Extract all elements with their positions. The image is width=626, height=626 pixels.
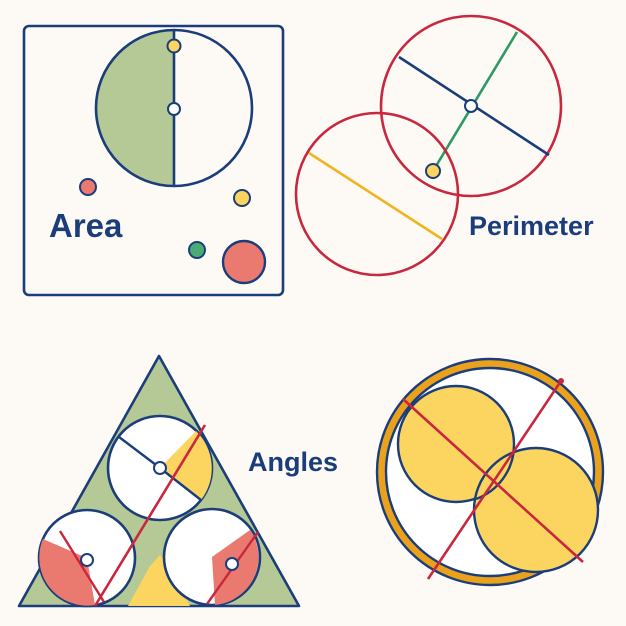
area-frame: [22, 24, 285, 297]
triangle-right-point: [225, 557, 239, 571]
triangle-left-red-tick: [58, 530, 106, 603]
triangle-left-wedge: [39, 539, 95, 606]
perimeter-panel: [294, 14, 563, 277]
triangle-top-wedge: [160, 431, 212, 500]
area-half-circle-shaded: [96, 30, 174, 186]
area-center-point: [167, 102, 181, 116]
perimeter-yellow-point: [425, 163, 441, 179]
perimeter-upper-circle: [379, 14, 563, 198]
area-large-red-dot: [221, 239, 267, 285]
perimeter-lower-circle: [294, 111, 460, 277]
area-label: Area: [49, 207, 123, 244]
area-panel: [22, 24, 285, 297]
ring-lower-right-disc: [472, 446, 600, 574]
ring-top-dot: [558, 378, 564, 384]
triangle-yellow-gap: [128, 555, 190, 606]
perimeter-center-point: [464, 99, 478, 113]
triangle-red-line: [93, 424, 207, 607]
ring-diagonal-b: [426, 380, 563, 580]
area-small-green-dot: [188, 241, 206, 259]
area-top-point: [166, 38, 182, 54]
area-small-yellow-dot: [233, 189, 251, 207]
angles-label: Angles: [248, 447, 339, 477]
triangle-top-ray-b: [159, 467, 202, 501]
ring-panel: [375, 357, 605, 587]
perimeter-lower-diameter: [308, 151, 443, 241]
triangle-left-point: [80, 553, 94, 567]
triangle-top-center-point: [153, 461, 167, 475]
triangle-panel: [17, 354, 301, 608]
triangle-top-ray-a: [118, 436, 161, 469]
area-small-red-dot: [79, 178, 97, 196]
perimeter-label: Perimeter: [469, 211, 594, 241]
